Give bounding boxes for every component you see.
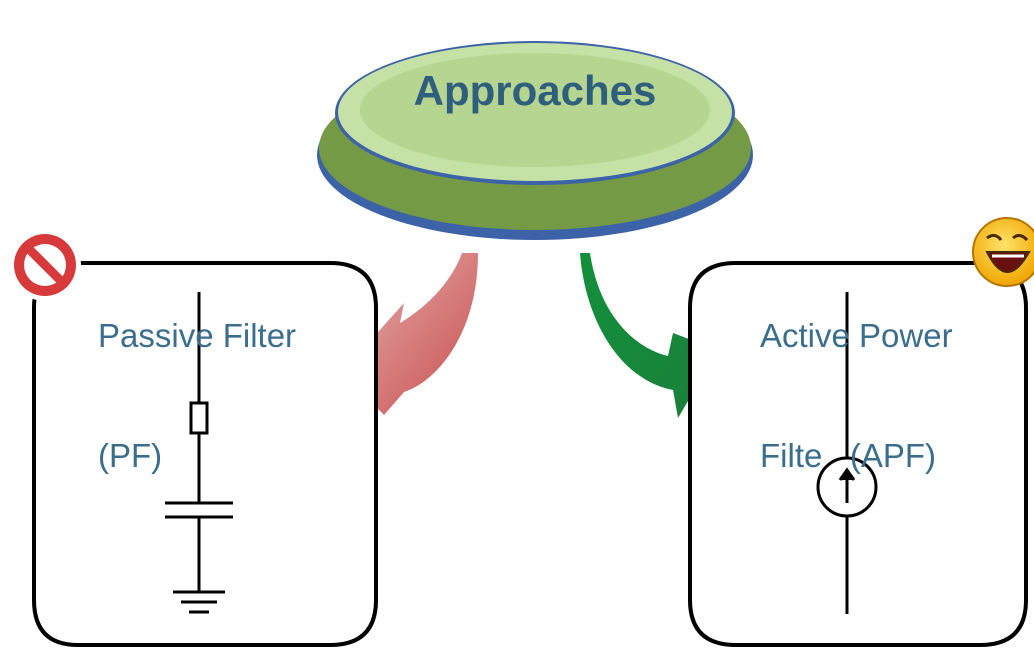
approaches-title: Approaches — [413, 67, 657, 114]
active-circuit — [816, 292, 878, 614]
passive-filter-label-line2: (PF) — [98, 437, 163, 474]
laughing-face-icon — [972, 217, 1034, 287]
ground-icon — [173, 590, 225, 614]
passive-filter-label: Passive Filter (PF) — [98, 236, 296, 516]
active-power-filter-label-line2: Filte (APF) — [760, 437, 937, 474]
prohibited-icon — [9, 229, 81, 301]
passive-filter-label-line1: Passive Filter — [98, 317, 297, 354]
approaches-ellipse — [317, 41, 753, 240]
curved-arrow-right — [580, 253, 718, 418]
passive-circuit — [165, 292, 233, 614]
active-power-filter-label: Active Power Filte (APF) — [760, 236, 953, 516]
active-power-filter-label-line1: Active Power — [760, 317, 953, 354]
